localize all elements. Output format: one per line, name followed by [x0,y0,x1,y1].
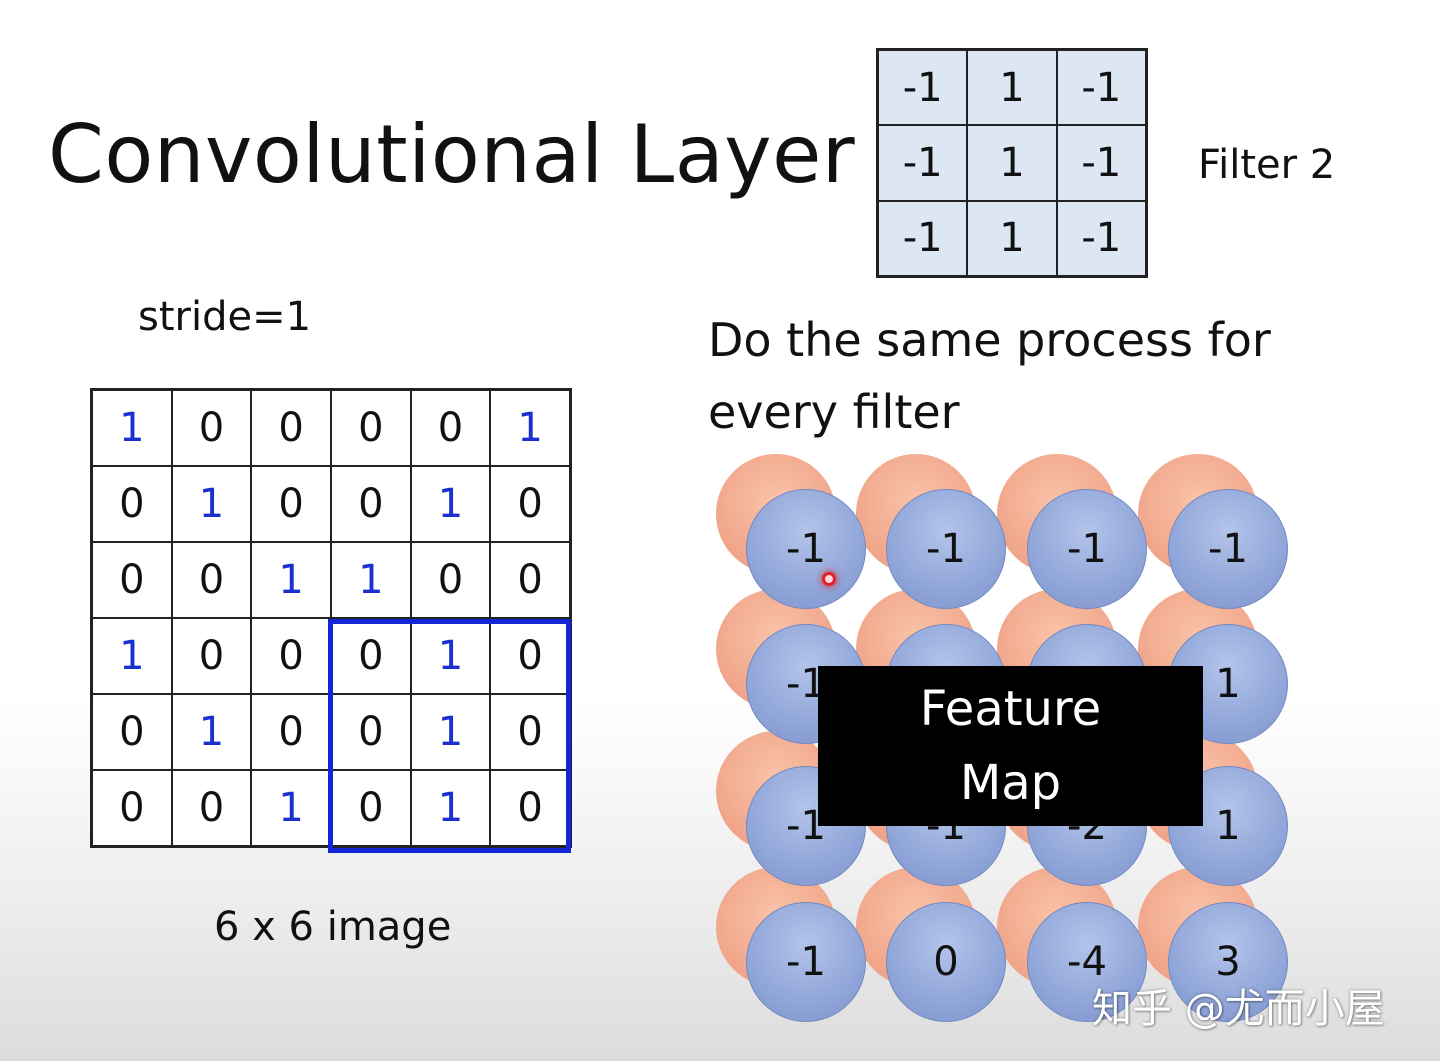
image-cell: 0 [410,542,491,618]
image-cell: 1 [490,390,570,466]
image-cell: 1 [410,618,491,694]
image-cell: 0 [490,542,570,618]
image-cell: 0 [330,466,411,542]
image-cell: 0 [490,466,570,542]
image-cell: 0 [171,618,252,694]
image-cell: 0 [330,390,411,466]
slide-title: Convolutional Layer [48,108,856,201]
image-cell: 0 [251,390,331,466]
image-cell: 0 [171,770,252,846]
filter-cell: -1 [1056,200,1146,276]
image-cell: 0 [92,542,172,618]
feature-map-2-cell: -1 [746,489,866,609]
image-cell: 1 [251,542,331,618]
watermark: 知乎 @尤而小屋 [1092,986,1385,1032]
filter-cell: -1 [1056,50,1146,126]
image-cell: 1 [171,694,252,770]
feature-map-2-cell: -1 [746,766,866,886]
filter-cell: -1 [878,200,968,276]
image-cell: 0 [490,694,570,770]
feature-map-2-cell: 3 [1168,902,1288,1022]
image-caption: 6 x 6 image [214,904,452,950]
feature-map-overlay: Feature Map [818,666,1203,826]
pointer-cursor-icon [822,572,836,586]
feature-map-2-cell: 0 [886,902,1006,1022]
image-cell: 0 [251,618,331,694]
image-cell: 0 [92,466,172,542]
image-cell: 1 [410,694,491,770]
image-cell: 1 [251,770,331,846]
image-cell: 0 [410,390,491,466]
receptive-field-highlight [328,619,571,853]
feature-map-2-cell: -1 [1168,489,1288,609]
feature-map-2-cell: -4 [1027,902,1147,1022]
image-cell: 1 [171,466,252,542]
filter-cell: 1 [967,200,1057,276]
image-cell: 0 [330,694,411,770]
image-cell: 1 [92,618,172,694]
image-cell: 1 [330,542,411,618]
process-description: Do the same process for every filter [708,313,1271,439]
feature-map-2-cell: -1 [1027,489,1147,609]
image-cell: 1 [92,390,172,466]
image-cell: 0 [330,618,411,694]
image-cell: 0 [251,466,331,542]
image-cell: 1 [410,466,491,542]
filter-cell: -1 [878,125,968,201]
image-cell: 0 [92,694,172,770]
stride-label: stride=1 [138,294,312,340]
filter-label: Filter 2 [1198,142,1336,188]
image-cell: 0 [251,694,331,770]
filter-cell: 1 [967,50,1057,126]
image-cell: 0 [171,390,252,466]
image-cell: 1 [410,770,491,846]
image-cell: 0 [92,770,172,846]
filter-cell: -1 [878,50,968,126]
overlay-line-1: Feature [919,681,1102,737]
feature-map-2-cell: -1 [746,902,866,1022]
feature-map-2-cell: -1 [886,489,1006,609]
filter-cell: -1 [1056,125,1146,201]
image-cell: 0 [171,542,252,618]
overlay-line-2: Map [959,755,1062,811]
filter-cell: 1 [967,125,1057,201]
